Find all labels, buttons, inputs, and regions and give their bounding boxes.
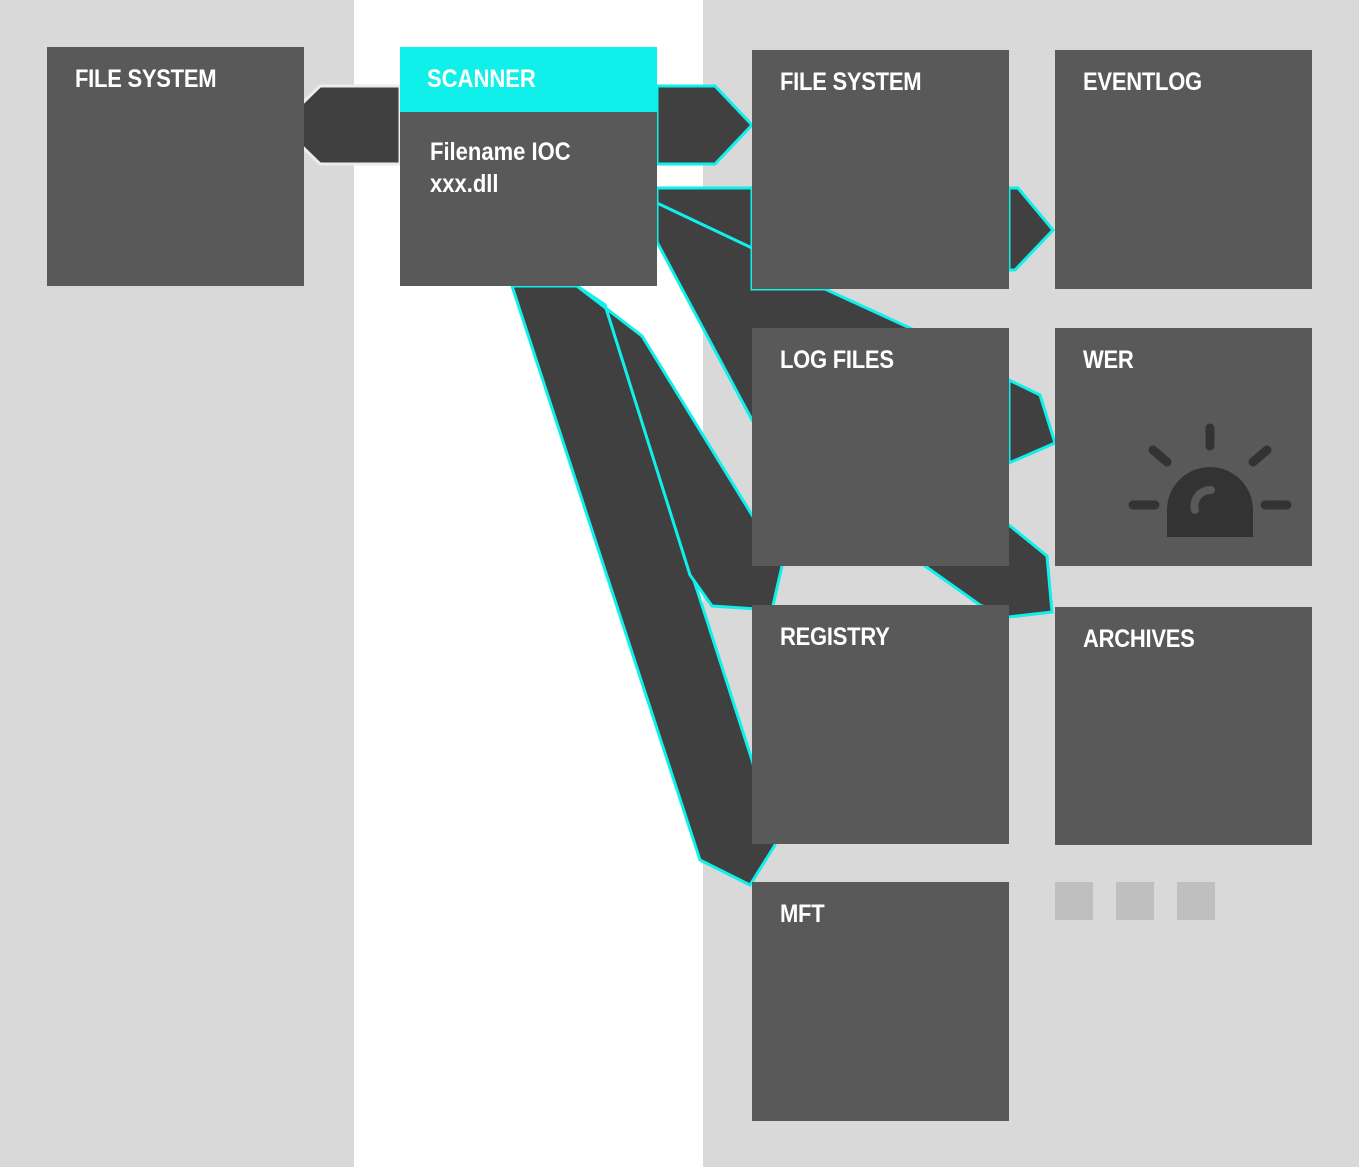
scanner-title: SCANNER: [427, 65, 536, 93]
box-title: FILE SYSTEM: [75, 65, 217, 93]
target-log-files-box[interactable]: LOG FILES: [752, 328, 1009, 566]
target-archives-box[interactable]: ARCHIVES: [1055, 607, 1312, 845]
connector-log-files-to-archives: [922, 523, 1054, 619]
alarm-siren-icon: [1128, 423, 1292, 537]
box-title: EVENTLOG: [1083, 68, 1202, 96]
scanner-ioc-label: Filename IOC: [430, 138, 571, 166]
box-title: MFT: [780, 900, 825, 928]
box-title: WER: [1083, 346, 1134, 374]
target-mft-box[interactable]: MFT: [752, 882, 1009, 1121]
more-placeholder: [1177, 882, 1215, 920]
target-wer-box[interactable]: WER: [1055, 328, 1312, 566]
source-file-system-box[interactable]: FILE SYSTEM: [47, 47, 304, 286]
more-placeholder: [1055, 882, 1093, 920]
connector-log-files-to-wer: [1007, 377, 1057, 466]
connector-file-system-to-eventlog: [1007, 186, 1056, 272]
scanner-ioc-value: xxx.dll: [430, 170, 499, 198]
connector-scanner-to-file-system: [655, 84, 755, 166]
box-title: ARCHIVES: [1083, 625, 1195, 653]
scanner-header[interactable]: SCANNER: [400, 47, 657, 112]
box-title: REGISTRY: [780, 623, 890, 651]
target-eventlog-box[interactable]: EVENTLOG: [1055, 50, 1312, 289]
more-placeholder: [1116, 882, 1154, 920]
box-title: FILE SYSTEM: [780, 68, 922, 96]
connector-edge: [656, 201, 753, 250]
scanner-body[interactable]: Filename IOC xxx.dll: [400, 112, 657, 286]
target-registry-box[interactable]: REGISTRY: [752, 605, 1009, 844]
box-title: LOG FILES: [780, 346, 894, 374]
target-file-system-box[interactable]: FILE SYSTEM: [752, 50, 1009, 289]
